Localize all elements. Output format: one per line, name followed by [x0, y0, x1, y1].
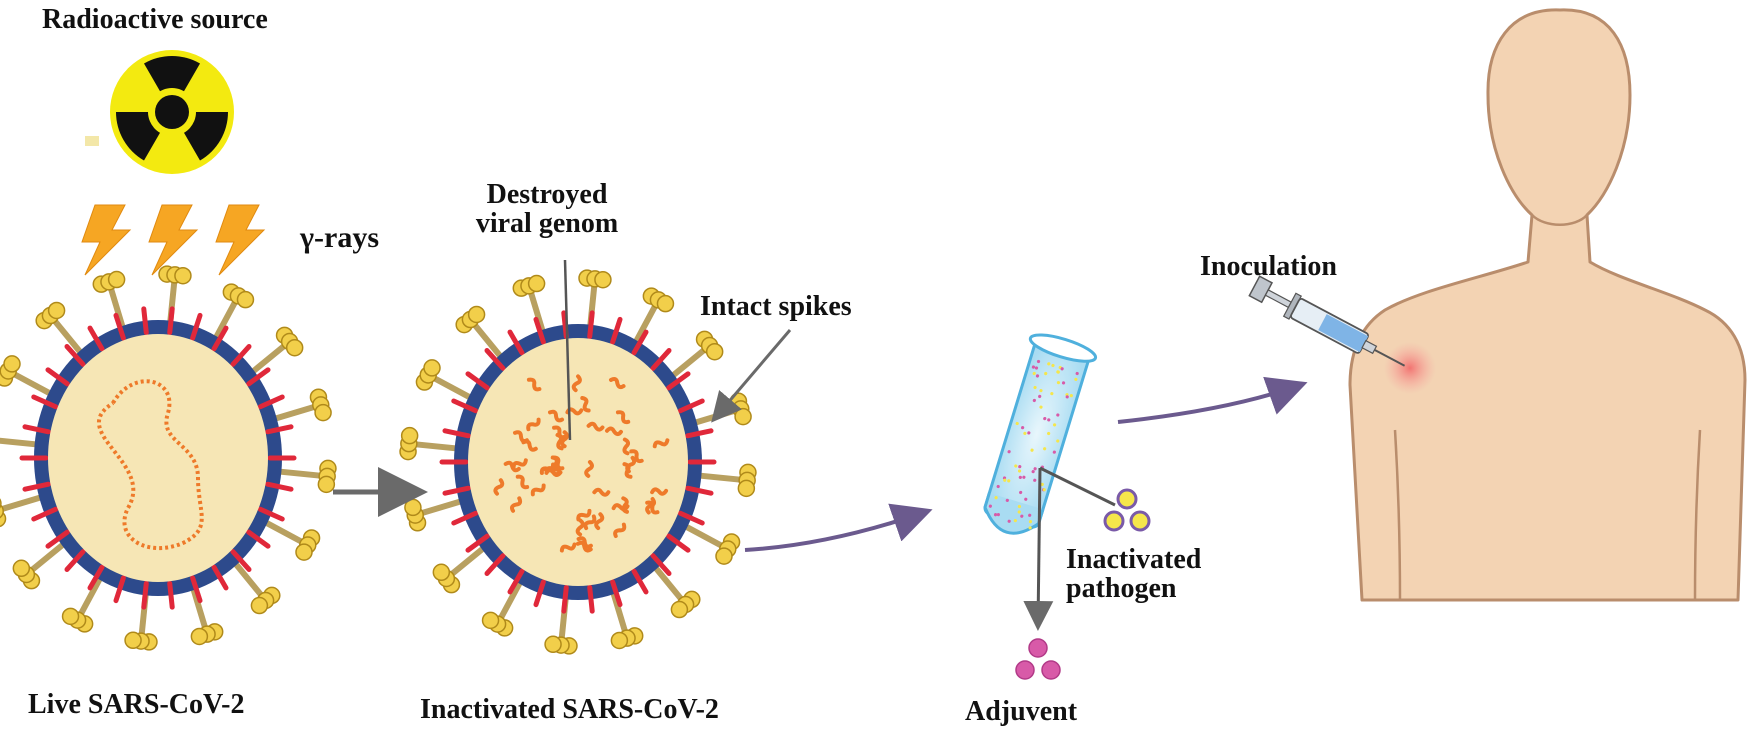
- human-torso-icon: [1348, 8, 1747, 602]
- process-arrow-to-body: [1117, 376, 1308, 424]
- radiation-symbol-icon: [85, 50, 234, 174]
- genome-pointer-line: [563, 259, 572, 441]
- lightning-bolt-icon: [81, 204, 266, 276]
- inactivated-pathogen-label-line1: Inactivated: [1066, 544, 1202, 575]
- radioactive-source-label: Radioactive source: [42, 4, 268, 35]
- coronavirus-icon: [399, 269, 757, 655]
- syringe-icon: [1248, 275, 1406, 367]
- adjuvant-pointer-arrow: [1023, 467, 1054, 631]
- coronavirus-icon: [0, 265, 337, 651]
- inoculation-label: Inoculation: [1200, 251, 1337, 282]
- inactivated-pathogen-label: Inactivated pathogen: [1066, 545, 1201, 604]
- pathogen-particles-icon: [1103, 488, 1151, 532]
- inactivated-pathogen-label-line2: pathogen: [1066, 573, 1177, 605]
- process-arrow-to-tube: [744, 503, 933, 552]
- adjuvant-particles-icon: [1015, 638, 1061, 680]
- gamma-rays-label: γ-rays: [300, 221, 380, 254]
- inactivated-virus-label: Inactivated SARS-CoV-2: [420, 694, 719, 725]
- pathogen-pointer-line: [1039, 466, 1116, 507]
- intact-spikes-label: Intact spikes: [700, 291, 852, 322]
- destroyed-genome-label-line2: viral genom: [475, 208, 619, 240]
- test-tube-icon: [983, 333, 1098, 535]
- destroyed-genome-label-line1: Destroyed: [486, 179, 608, 210]
- live-virus-label: Live SARS-CoV-2: [28, 689, 245, 720]
- adjuvant-label: Adjuvent: [965, 696, 1078, 727]
- spikes-pointer-arrow: [711, 329, 792, 423]
- destroyed-genome-label: Destroyed viral genom: [462, 180, 632, 239]
